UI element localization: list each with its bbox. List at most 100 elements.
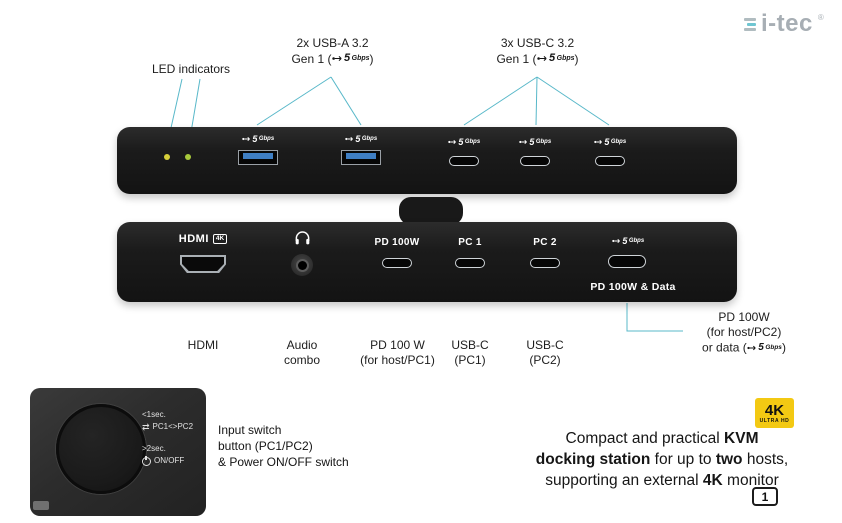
label-hdmi: HDMI: [187, 338, 219, 352]
description-line2: docking station for up to two hosts,: [535, 451, 789, 468]
pd100w-port-label: PD 100W: [374, 237, 420, 248]
superspeed-trident-icon: [536, 56, 547, 61]
usba-gen1-suffix: ): [369, 52, 374, 66]
speed-five: 5: [549, 52, 556, 64]
usb-a-port-2: [341, 150, 381, 165]
label-usbc-pc2: USB-C (PC2): [507, 338, 583, 368]
registered-mark: ®: [817, 13, 824, 22]
brand-name: i-tec: [761, 10, 813, 37]
hdmi-port-label: HDMI 4K: [168, 233, 238, 245]
speed-five: 5: [252, 134, 258, 144]
dock-top-panel: [117, 127, 737, 194]
page-number: 1: [752, 487, 778, 506]
jack-hole: [297, 260, 307, 270]
speed-unit: Gbps: [258, 136, 275, 142]
pc1-port-label: PC 1: [458, 237, 482, 248]
label-right-line1: PD 100W: [718, 310, 770, 324]
switch-hint-onoff-row: ON/OFF: [142, 455, 193, 466]
usb-c-pd-data-port: [608, 255, 646, 268]
switch-hint-onoff: ON/OFF: [154, 456, 185, 465]
superspeed-trident-icon: [331, 56, 342, 61]
switch-hint-pc1pc2: PC1<>PC2: [152, 422, 194, 431]
rubber-foot: [33, 501, 49, 510]
switch-caption-line1: Input switch: [218, 423, 282, 437]
usb-c-port-2: [520, 156, 550, 166]
label-usbc-pc1: USB-C (PC1): [432, 338, 508, 368]
speed-unit: Gbps: [556, 55, 575, 62]
label-audio-combo: Audio combo: [267, 338, 337, 368]
usbc-callout-line1: 3x USB-C 3.2: [500, 36, 575, 50]
speed-five: 5: [344, 52, 351, 64]
label-usbc2-line1: USB-C: [526, 338, 564, 352]
label-usbc1-line1: USB-C: [451, 338, 489, 352]
superspeed-trident-icon: [612, 238, 620, 244]
speed-unit: Gbps: [610, 139, 627, 145]
led-indicator-2: [185, 154, 191, 160]
superspeed-trident-icon: [242, 136, 250, 142]
hdmi-port-inner: [182, 257, 224, 271]
superspeed-trident-icon: [519, 139, 527, 145]
label-usbc2-line2: (PC2): [529, 353, 561, 367]
label-audio-line1: Audio: [286, 338, 318, 352]
switch-hint-2sec: >2sec.: [142, 444, 166, 453]
usbc-gen1-suffix: ): [574, 52, 579, 66]
switch-photo: <1sec. ⇄ PC1<>PC2 >2sec. ON/OFF: [30, 388, 206, 516]
hdmi-4k-tag: 4K: [212, 233, 228, 245]
embossed-brand-mark: [399, 197, 463, 225]
label-right-data-prefix: or data (: [702, 340, 747, 355]
label-right-data-suffix: ): [781, 340, 786, 355]
switch-hint-1sec: <1sec.: [142, 410, 166, 419]
speed-unit: Gbps: [464, 139, 481, 145]
usb-c-pd-port: [382, 258, 412, 268]
power-icon: [142, 455, 151, 466]
headphones-icon: [295, 231, 310, 245]
label-usbc1-line2: (PC1): [454, 353, 486, 367]
speed-five: 5: [622, 236, 628, 246]
switch-caption-line2: button (PC1/PC2): [218, 439, 313, 453]
speed-unit: Gbps: [535, 139, 552, 145]
superspeed-trident-icon: [345, 136, 353, 142]
led-indicator-1: [164, 154, 170, 160]
speed-unit: Gbps: [361, 136, 378, 142]
hdmi-text: HDMI: [178, 233, 209, 245]
label-right-line2: (for host/PC2): [706, 325, 782, 339]
hdmi-port: [180, 255, 226, 273]
usb-a-tongue: [346, 153, 376, 159]
label-pd-line1: PD 100 W: [370, 338, 425, 352]
speed-unit: Gbps: [628, 238, 645, 244]
speed-five: 5: [529, 137, 535, 147]
description-line1: Compact and practical KVM: [565, 430, 759, 447]
switch-caption-line3: & Power ON/OFF switch: [218, 455, 349, 469]
description-line3: supporting an external 4K monitor: [545, 472, 779, 489]
brand-logo: i-tec ®: [744, 12, 824, 36]
pc2-port-label: PC 2: [533, 237, 557, 248]
usba-callout-line1: 2x USB-A 3.2: [296, 36, 369, 50]
usb-c-pc1-port: [455, 258, 485, 268]
audio-combo-jack: [291, 254, 313, 276]
superspeed-trident-icon: [448, 139, 456, 145]
switch-caption: Input switch button (PC1/PC2) & Power ON…: [218, 422, 349, 470]
label-audio-line2: combo: [283, 353, 321, 367]
speed-five: 5: [758, 342, 764, 353]
usb-c-port-3: [595, 156, 625, 166]
usb-a-port-1: [238, 150, 278, 165]
badge-4k: 4K ULTRA HD: [755, 398, 794, 428]
power-switch-button: [56, 404, 146, 494]
switch-hints: <1sec. ⇄ PC1<>PC2 >2sec. ON/OFF: [142, 410, 193, 466]
speed-five: 5: [458, 137, 464, 147]
